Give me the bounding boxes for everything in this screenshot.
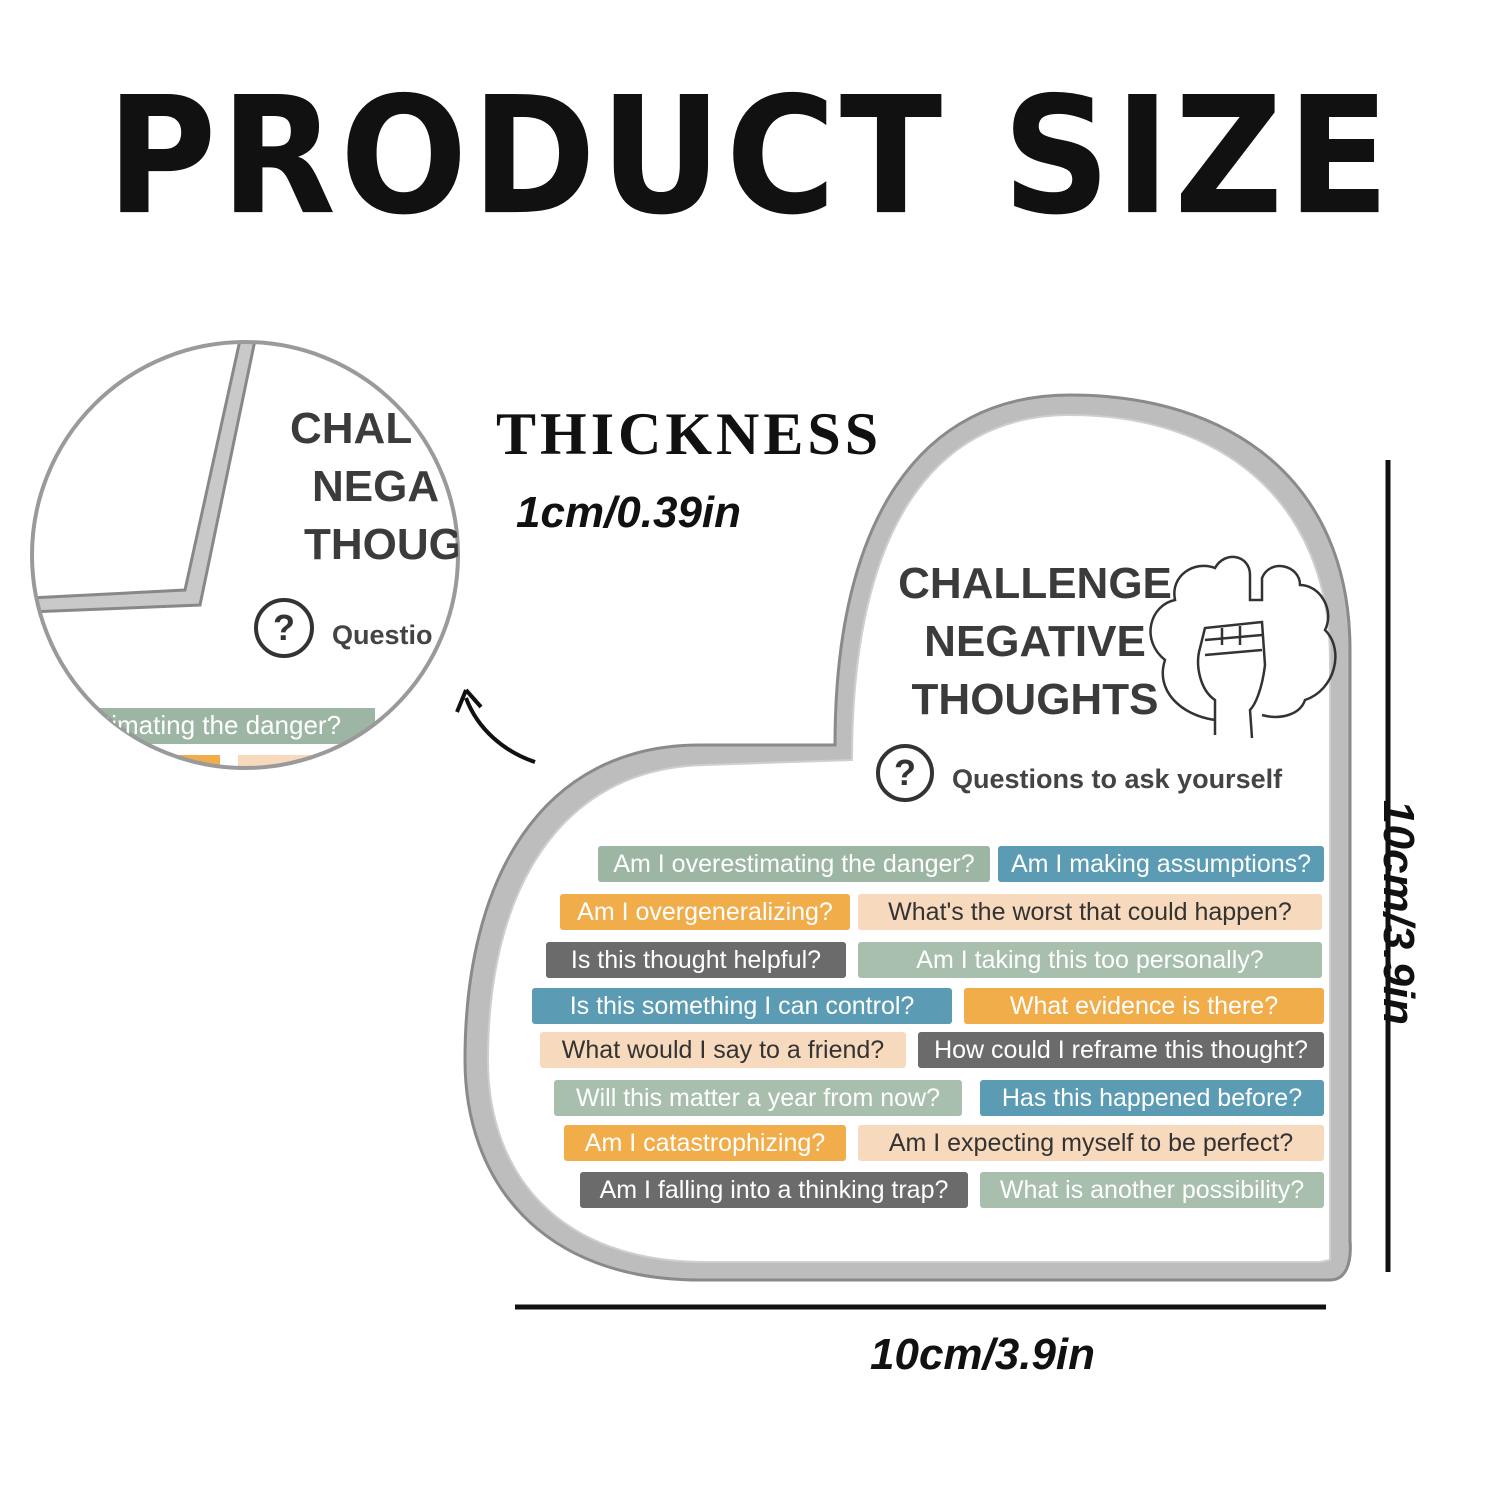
curved-arrow-icon <box>464 697 536 764</box>
plaque-heading-line-1: CHALLENGE <box>898 559 1172 608</box>
page-title: PRODUCT SIZE <box>106 63 1394 251</box>
thickness-value: 1cm/0.39in <box>516 488 742 537</box>
plaque-heading-line-3: THOUGHTS <box>911 675 1159 724</box>
zoom-inset <box>32 342 458 768</box>
zoom-inset-content: CHAL NEGA THOUG ? Questio timating the d… <box>32 342 458 768</box>
plaque-heading-line-2: NEGATIVE <box>924 617 1146 666</box>
inset-subtitle: Questio <box>332 620 433 650</box>
width-label: 10cm/3.9in <box>870 1330 1096 1379</box>
question-chip: Am I overestimating the danger? <box>598 846 990 882</box>
question-chip: Am I overgeneralizing? <box>560 894 850 930</box>
question-chip: What's the worst that could happen? <box>858 894 1322 930</box>
inset-heading-line-3: THOUG <box>304 520 458 569</box>
question-chip: Is this thought helpful? <box>546 942 846 978</box>
question-chip: Has this happened before? <box>980 1080 1324 1116</box>
question-chip: What is another possibility? <box>980 1172 1324 1208</box>
question-chip: Am I catastrophizing? <box>564 1125 846 1161</box>
question-chip: How could I reframe this thought? <box>918 1032 1324 1068</box>
question-chip: Am I making assumptions? <box>998 846 1324 882</box>
question-chip: What would I say to a friend? <box>540 1032 906 1068</box>
question-chip: Will this matter a year from now? <box>554 1080 962 1116</box>
question-chip: Am I taking this too personally? <box>858 942 1322 978</box>
question-chip: Is this something I can control? <box>532 988 952 1024</box>
plaque-subtitle: Questions to ask yourself <box>952 764 1283 794</box>
question-chip: Am I falling into a thinking trap? <box>580 1172 968 1208</box>
inset-heading-line-1: CHAL <box>290 404 413 453</box>
height-label: 10cm/3.9in <box>1374 800 1423 1026</box>
question-chip: What evidence is there? <box>964 988 1324 1024</box>
question-bubble-icon: ? <box>876 744 934 802</box>
fist-in-brain-icon <box>1149 555 1337 739</box>
inset-question-chip: timating the danger? <box>104 710 342 740</box>
inset-heading-line-2: NEGA <box>312 462 440 511</box>
inset-question-bubble-icon: ? <box>254 598 314 658</box>
plaque-heading: CHALLENGE NEGATIVE THOUGHTS <box>895 555 1175 729</box>
question-chip: Am I expecting myself to be perfect? <box>858 1125 1324 1161</box>
thickness-label: THICKNESS <box>496 401 883 467</box>
zoom-inset-border <box>30 340 460 770</box>
height-label-wrapper: 10cm/3.9in <box>1374 800 1445 1025</box>
